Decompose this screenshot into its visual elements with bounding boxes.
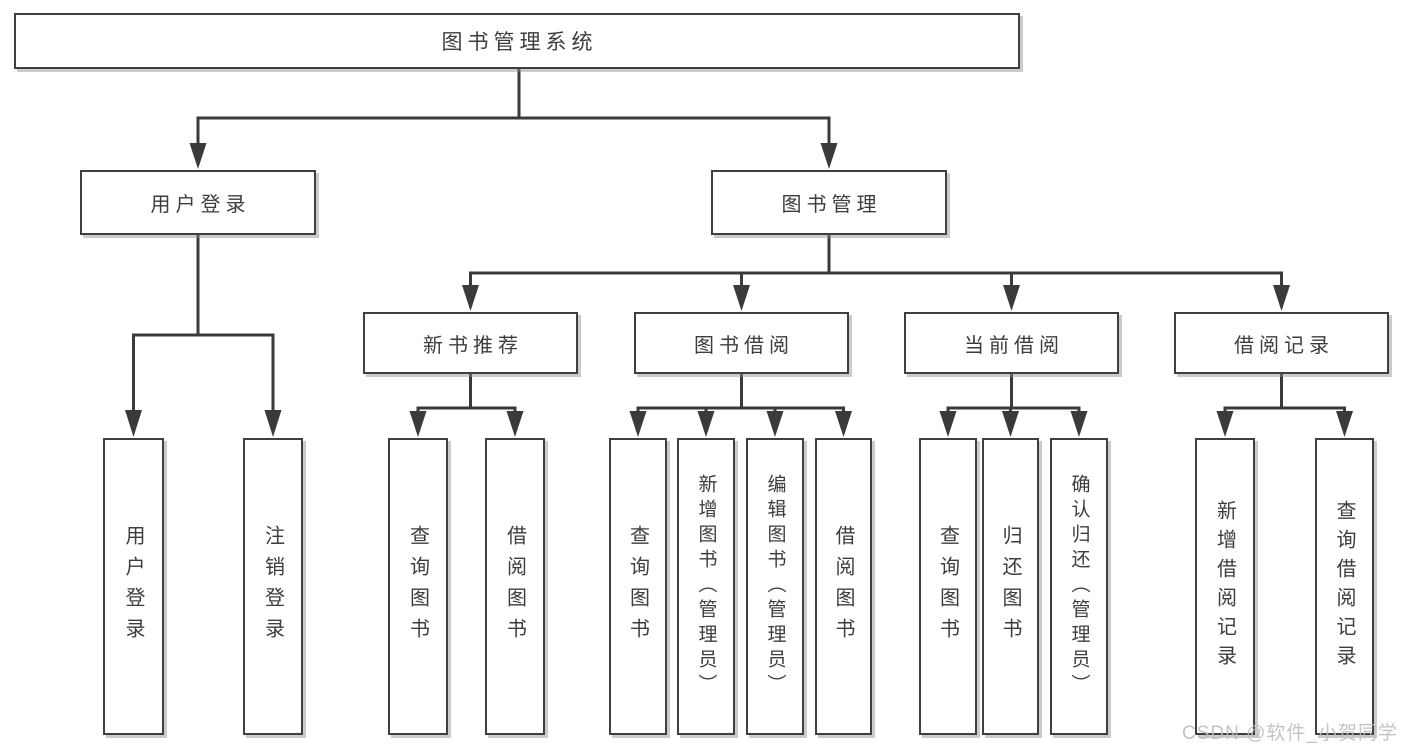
- node-current-borrow-label: 当前借阅: [964, 334, 1064, 357]
- leaf-query-books-new-label: 查询图书: [406, 524, 429, 649]
- leaf-query-borrow-record-label: 查询借阅记录: [1333, 499, 1355, 674]
- leaf-return-book-label: 归还图书: [999, 524, 1021, 649]
- leaf-add-borrow-record-label: 新增借阅记录: [1213, 499, 1236, 674]
- leaf-query-borrow-record: 查询借阅记录: [1315, 438, 1374, 735]
- connector-book-borrow-to-leaves: [629, 374, 852, 437]
- node-root: 图书管理系统: [14, 13, 1020, 69]
- connector-new-book-to-leaves: [409, 374, 524, 437]
- leaf-add-book-admin: 新增图书（管理员）: [677, 438, 735, 735]
- leaf-user-login: 用户登录: [103, 438, 164, 735]
- leaf-borrow-books-borrow: 借阅图书: [815, 438, 872, 735]
- node-user-login: 用户登录: [80, 170, 316, 235]
- leaf-borrow-books-new-label: 借阅图书: [503, 524, 526, 649]
- connector-book-management-to-level3: [462, 235, 1290, 311]
- leaf-query-books-borrow: 查询图书: [609, 438, 667, 735]
- leaf-edit-book-admin-label: 编辑图书（管理员）: [764, 474, 786, 699]
- node-root-label: 图书管理系统: [441, 31, 598, 54]
- node-current-borrow: 当前借阅: [904, 312, 1119, 374]
- node-new-book-recommend-label: 新书推荐: [423, 334, 523, 357]
- node-new-book-recommend: 新书推荐: [363, 312, 578, 374]
- leaf-query-books-new: 查询图书: [388, 438, 448, 735]
- node-book-borrow-label: 图书借阅: [694, 334, 794, 357]
- leaf-logout-label: 注销登录: [261, 524, 284, 649]
- leaf-user-login-label: 用户登录: [122, 524, 144, 649]
- leaf-confirm-return-admin-label: 确认归还（管理员）: [1068, 474, 1090, 699]
- leaf-borrow-books-new: 借阅图书: [485, 438, 545, 735]
- csdn-watermark: CSDN @软件_小贺同学: [1182, 723, 1398, 744]
- connector-user-login-to-leaves: [125, 235, 282, 437]
- leaf-query-books-current: 查询图书: [919, 438, 977, 735]
- node-book-borrow: 图书借阅: [634, 312, 849, 374]
- node-user-login-label: 用户登录: [150, 194, 251, 216]
- node-borrow-records-label: 借阅记录: [1234, 334, 1334, 357]
- leaf-edit-book-admin: 编辑图书（管理员）: [746, 438, 804, 735]
- node-book-management: 图书管理: [711, 170, 947, 235]
- leaf-query-books-current-label: 查询图书: [936, 524, 959, 649]
- leaf-add-book-admin-label: 新增图书（管理员）: [695, 474, 717, 699]
- connector-borrow-records-to-leaves: [1216, 374, 1353, 437]
- leaf-confirm-return-admin: 确认归还（管理员）: [1050, 438, 1108, 735]
- leaf-query-books-borrow-label: 查询图书: [626, 524, 649, 649]
- leaf-logout: 注销登录: [243, 438, 303, 735]
- leaf-borrow-books-borrow-label: 借阅图书: [832, 524, 854, 649]
- node-borrow-records: 借阅记录: [1174, 312, 1389, 374]
- connector-current-borrow-to-leaves: [939, 374, 1088, 437]
- node-book-management-label: 图书管理: [781, 194, 882, 216]
- connector-root-to-level2: [189, 69, 838, 169]
- leaf-add-borrow-record: 新增借阅记录: [1195, 438, 1255, 735]
- leaf-return-book: 归还图书: [982, 438, 1039, 735]
